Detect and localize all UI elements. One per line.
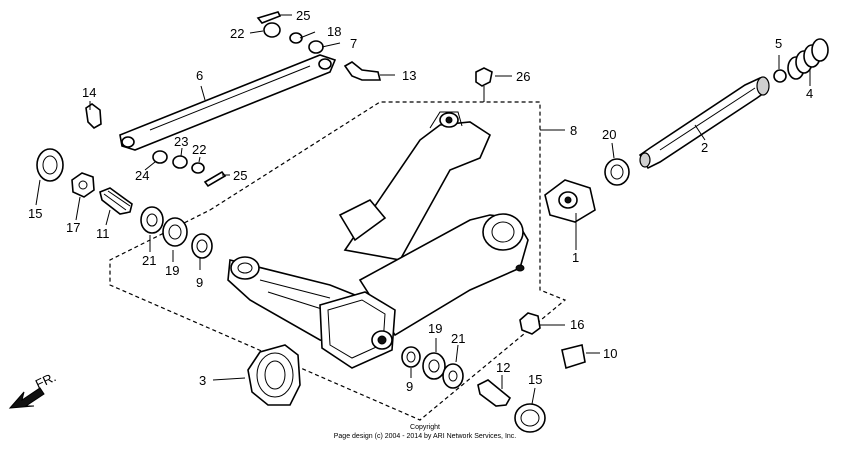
washer-24-part[interactable] — [152, 150, 168, 164]
nut-22-mid-part[interactable] — [191, 162, 205, 174]
callout-20[interactable]: 20 — [602, 127, 616, 142]
bolt-26-part[interactable] — [475, 67, 493, 102]
boot-part[interactable] — [247, 344, 301, 406]
callout-10[interactable]: 10 — [603, 346, 617, 361]
pivot-bolt-11-part[interactable] — [99, 187, 133, 215]
collar-9-right-part[interactable] — [401, 346, 421, 368]
callout-4[interactable]: 4 — [806, 86, 813, 101]
callout-26[interactable]: 26 — [516, 69, 530, 84]
callout-6[interactable]: 6 — [196, 68, 203, 83]
nut-17-part[interactable] — [71, 172, 95, 198]
callout-9-left[interactable]: 9 — [196, 275, 203, 290]
callout-21-right[interactable]: 21 — [451, 331, 465, 346]
drive-shaft-part[interactable] — [638, 76, 770, 170]
callout-15-right[interactable]: 15 — [528, 372, 542, 387]
callout-18[interactable]: 18 — [327, 24, 341, 39]
bolt-13-part[interactable] — [343, 61, 382, 81]
callout-15-left[interactable]: 15 — [28, 206, 42, 221]
callout-7[interactable]: 7 — [350, 36, 357, 51]
callout-11[interactable]: 11 — [96, 226, 110, 241]
callout-9-right[interactable]: 9 — [406, 379, 413, 394]
cotter-pin-25-top-part[interactable] — [256, 11, 282, 24]
washer-18-part[interactable] — [289, 32, 303, 44]
callout-12[interactable]: 12 — [496, 360, 510, 375]
copyright-line-1: Copyright — [410, 424, 440, 431]
callout-labels: 1 2 3 4 5 6 7 8 9 9 10 11 12 13 14 15 15… — [28, 8, 813, 394]
collar-9-left-part[interactable] — [191, 233, 213, 259]
callout-8[interactable]: 8 — [570, 123, 577, 138]
callout-22-top[interactable]: 22 — [230, 26, 244, 41]
seal-15-left-part[interactable] — [36, 148, 64, 182]
callout-5[interactable]: 5 — [775, 36, 782, 51]
torque-rod-part[interactable] — [119, 54, 337, 151]
callout-21-left[interactable]: 21 — [142, 253, 156, 268]
callout-19-left[interactable]: 19 — [165, 263, 179, 278]
bearing-19-right-part[interactable] — [422, 352, 446, 380]
callout-3[interactable]: 3 — [199, 373, 206, 388]
cap-15-right-part[interactable] — [514, 403, 546, 433]
callout-19-right[interactable]: 19 — [428, 321, 442, 336]
bolt-14-part[interactable] — [85, 103, 102, 129]
callout-2[interactable]: 2 — [701, 140, 708, 155]
universal-joint-part[interactable] — [544, 179, 596, 223]
cotter-pin-25-mid-part[interactable] — [203, 170, 227, 188]
pivot-bolt-12-part[interactable] — [477, 379, 512, 407]
callout-13[interactable]: 13 — [402, 68, 416, 83]
collar-10-part[interactable] — [561, 344, 586, 370]
callout-23[interactable]: 23 — [174, 134, 188, 149]
copyright-line-2: Page design (c) 2004 - 2014 by ARI Netwo… — [334, 433, 517, 440]
assembly-outline — [109, 101, 567, 421]
callout-1[interactable]: 1 — [572, 250, 579, 265]
nut-22-top-part[interactable] — [263, 22, 281, 38]
bearing-20-part[interactable] — [604, 158, 630, 186]
callout-17[interactable]: 17 — [66, 220, 80, 235]
callout-22-mid[interactable]: 22 — [192, 142, 206, 157]
nut-7-part[interactable] — [308, 40, 324, 54]
washer-23-part[interactable] — [172, 155, 188, 169]
leader-lines — [35, 14, 811, 405]
callout-16[interactable]: 16 — [570, 317, 584, 332]
seal-21-left-part[interactable] — [140, 206, 164, 234]
callout-25-mid[interactable]: 25 — [233, 168, 247, 183]
front-direction-arrow: FR. — [8, 369, 58, 409]
nut-16-part[interactable] — [519, 312, 541, 335]
bearing-19-left-part[interactable] — [162, 217, 188, 247]
seal-21-right-part[interactable] — [442, 363, 464, 389]
swingarm-part[interactable] — [227, 111, 529, 369]
washer-5-part[interactable] — [773, 69, 787, 83]
callout-24[interactable]: 24 — [135, 168, 149, 183]
callout-14[interactable]: 14 — [82, 85, 96, 100]
callout-25-top[interactable]: 25 — [296, 8, 310, 23]
spring-part[interactable] — [787, 38, 829, 80]
front-direction-label: FR. — [33, 369, 58, 391]
